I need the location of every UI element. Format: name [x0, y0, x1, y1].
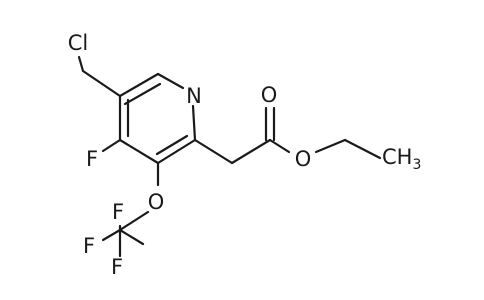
bond-c2-c3-inner [155, 134, 189, 156]
bond-cf3-f-left [101, 228, 122, 242]
bond-c6-n [156, 72, 185, 90]
bond-n-c2 [191, 104, 197, 142]
bonds [77, 55, 382, 258]
atom-ch3: CH3 [382, 145, 421, 173]
bond-o-cf3 [118, 210, 150, 232]
bond-c3-c4 [118, 138, 160, 165]
atom-labels: Cl N F O F F F O O CH3 [68, 31, 422, 279]
bond-c2-c3 [156, 138, 197, 165]
bond-c-o-ester [268, 138, 291, 154]
bond-o-ch2 [314, 138, 347, 154]
atom-f-top: F [112, 200, 124, 224]
atom-f-left: F [83, 234, 95, 258]
atom-o-carbonyl: O [261, 83, 278, 107]
bond-c5-c6-inner [123, 82, 162, 106]
atom-ch3-c: CH [382, 145, 412, 169]
bond-c5-c6 [118, 72, 160, 98]
atom-o-ether: O [148, 190, 165, 214]
bond-cl-ch2 [77, 55, 85, 73]
atom-cl: Cl [68, 31, 89, 55]
bond-ch2-c-carbonyl [230, 138, 272, 165]
atom-n: N [186, 84, 202, 108]
bond-c4-f [101, 138, 122, 153]
atom-f-ring: F [86, 147, 98, 171]
atom-f-bottom: F [111, 255, 123, 279]
bond-cf3-f-right [118, 228, 145, 246]
atom-o-ester: O [295, 147, 312, 171]
bond-ch2-ch3 [343, 138, 382, 160]
atom-ch3-sub: 3 [412, 157, 421, 173]
bond-ch2-c5 [81, 69, 122, 98]
bond-c2-ch2 [193, 138, 234, 165]
